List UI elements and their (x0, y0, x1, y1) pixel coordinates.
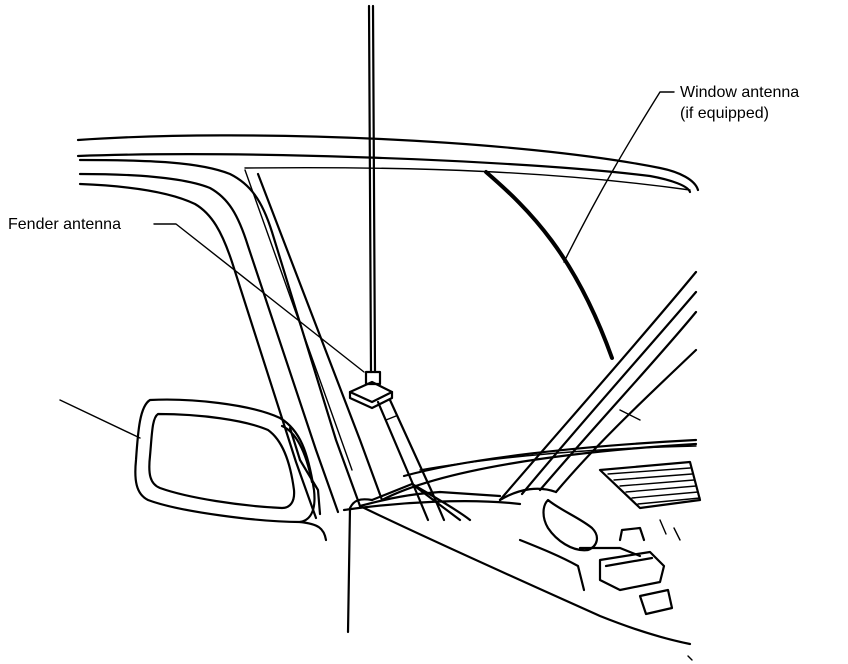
fender-panel (346, 482, 692, 646)
window-antenna-label: Window antenna (if equipped) (680, 82, 799, 124)
hood-vent (598, 460, 702, 510)
fender-antenna-label: Fender antenna (8, 216, 121, 233)
window-antenna-label-line2: (if equipped) (680, 105, 769, 122)
fender-antenna-leader (153, 223, 365, 373)
window-antenna-wire (484, 170, 614, 360)
hood-hinge (518, 498, 681, 616)
side-mirror (59, 398, 328, 542)
hood (498, 270, 698, 502)
window-antenna-label-line1: Window antenna (680, 84, 800, 101)
fender-antenna (348, 4, 446, 522)
cowl (342, 438, 698, 512)
window-antenna-leader (563, 91, 675, 263)
bottom-edge (687, 655, 693, 661)
a-pillar (78, 158, 384, 520)
